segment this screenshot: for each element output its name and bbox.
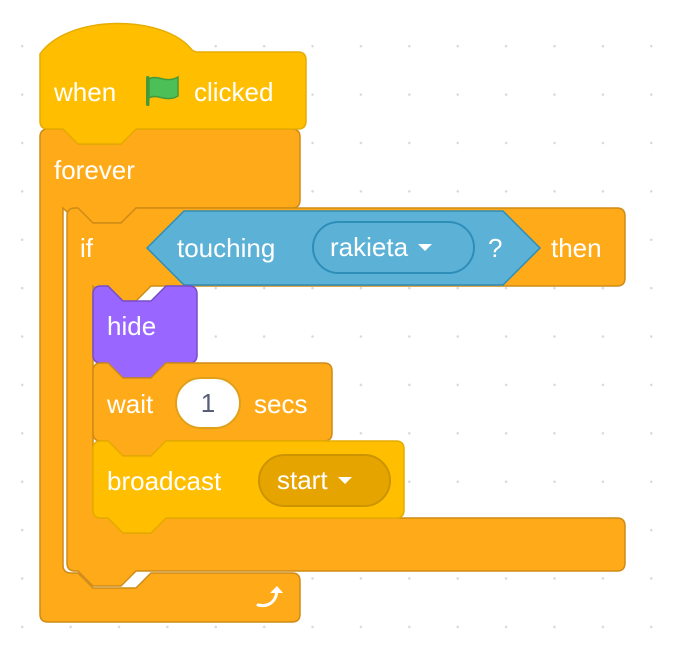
dropdown-caret-icon bbox=[337, 477, 352, 484]
hide-label: hide bbox=[107, 311, 157, 341]
question-mark-label: ? bbox=[488, 233, 503, 263]
if-label: if bbox=[80, 233, 93, 263]
green-flag-icon bbox=[146, 75, 179, 106]
forever-label: forever bbox=[54, 155, 135, 185]
wait-seconds-input[interactable]: 1 bbox=[175, 377, 241, 429]
broadcast-label: broadcast bbox=[107, 466, 222, 496]
secs-label: secs bbox=[254, 389, 308, 419]
wait-seconds-value: 1 bbox=[200, 387, 216, 418]
touching-object-dropdown[interactable]: rakieta bbox=[312, 221, 475, 274]
touching-label: touching bbox=[177, 233, 276, 263]
dropdown-caret-icon bbox=[418, 244, 433, 251]
touching-object-value: rakieta bbox=[330, 232, 409, 262]
broadcast-message-value: start bbox=[277, 465, 328, 495]
loop-arrow-icon bbox=[256, 586, 283, 608]
when-label: when bbox=[54, 77, 117, 107]
broadcast-message-dropdown[interactable]: start bbox=[258, 454, 391, 507]
forever-block[interactable] bbox=[39, 128, 301, 623]
wait-label: wait bbox=[107, 389, 154, 419]
clicked-label: clicked bbox=[194, 77, 274, 107]
then-label: then bbox=[551, 233, 602, 263]
